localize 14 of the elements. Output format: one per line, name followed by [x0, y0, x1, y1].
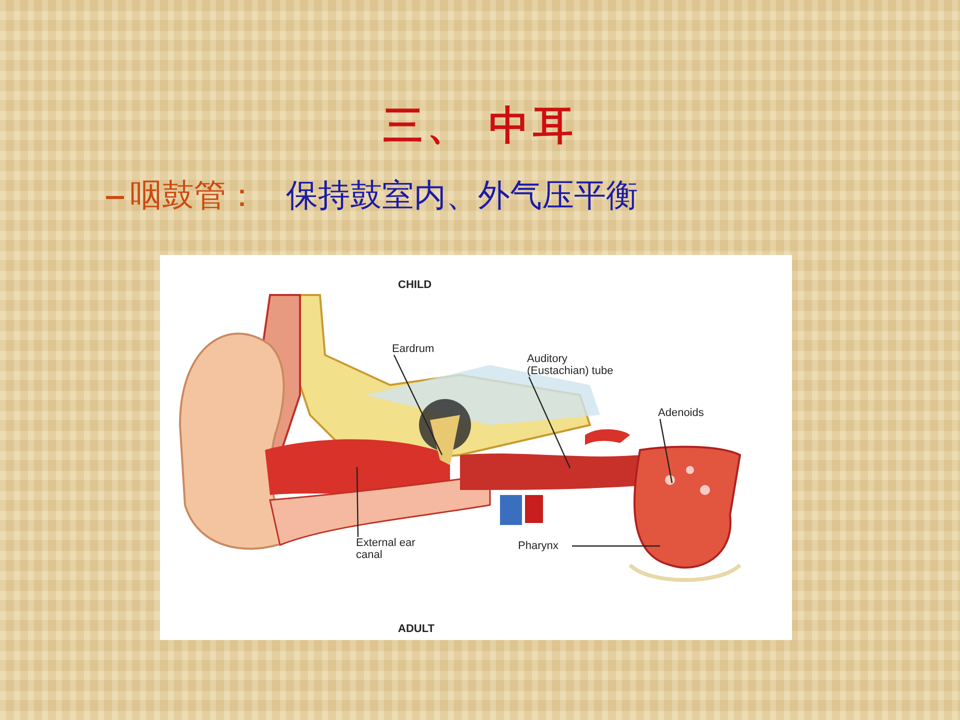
- part-label: Adenoids: [658, 407, 718, 419]
- part-label: External ear canal: [356, 537, 416, 561]
- term-label: 咽鼓管：: [130, 175, 258, 216]
- leader-line: [572, 545, 660, 547]
- leader-line: [528, 376, 571, 468]
- slide-title: 三、 中耳: [382, 101, 578, 151]
- part-label: Pharynx: [518, 540, 568, 552]
- group-heading: CHILD: [398, 279, 432, 291]
- part-label: Auditory (Eustachian) tube: [527, 353, 627, 377]
- part-label: Eardrum: [392, 343, 452, 355]
- group-heading: ADULT: [398, 623, 434, 635]
- leader-line: [393, 354, 443, 456]
- definition-text: 保持鼓室内、外气压平衡: [286, 175, 638, 216]
- leader-line: [659, 418, 673, 484]
